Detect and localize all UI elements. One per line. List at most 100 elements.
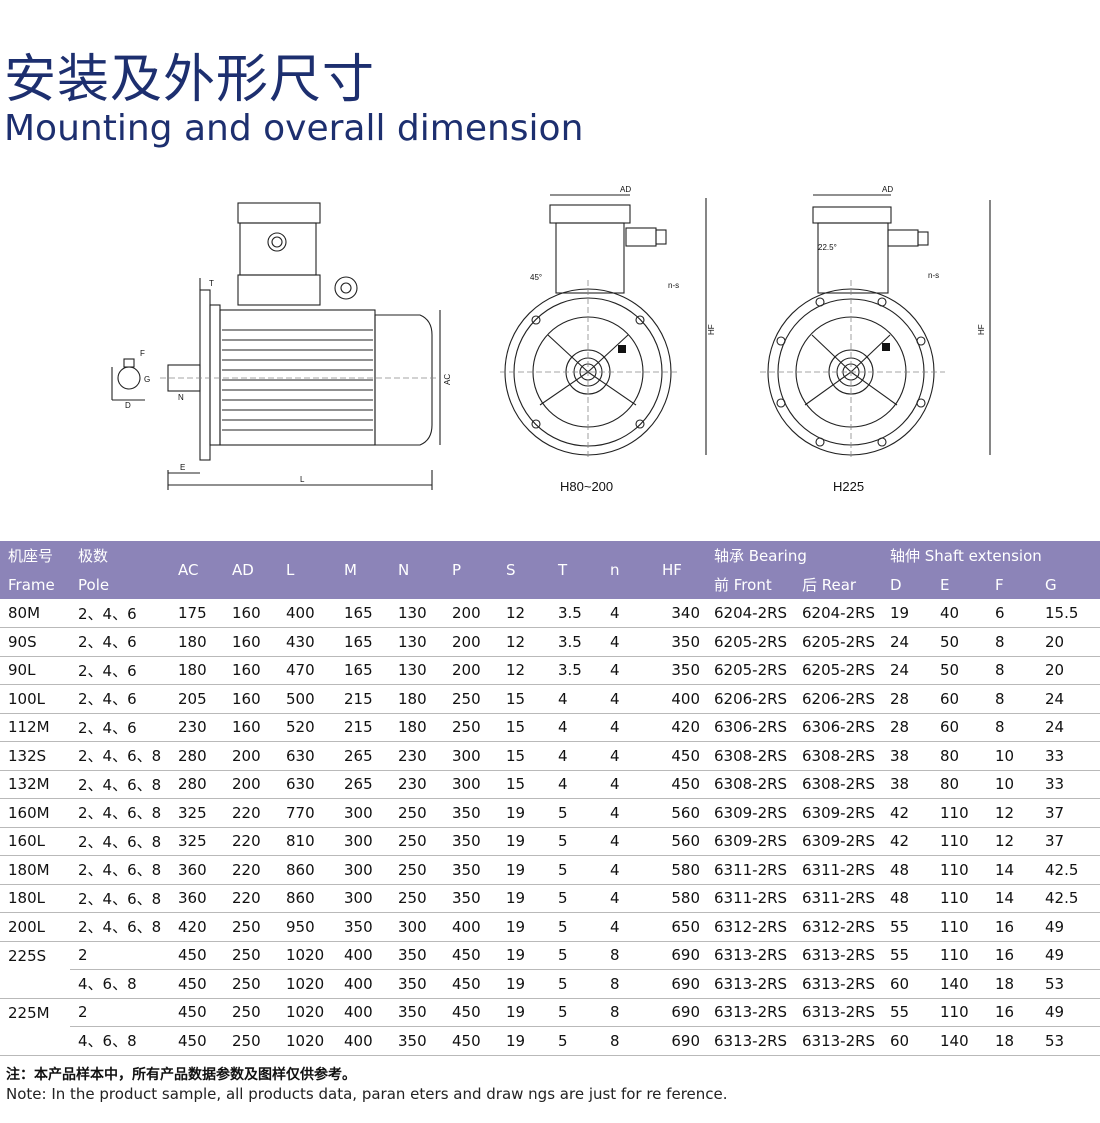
cell-n: 8 <box>602 998 654 1027</box>
cell-frame <box>0 969 70 999</box>
cell-s: 12 <box>498 627 550 657</box>
cell-frame: 180L <box>0 884 70 913</box>
cell-p: 200 <box>444 627 498 657</box>
cell-f: 14 <box>987 855 1037 885</box>
cell-n: 4 <box>602 912 654 942</box>
table-header-row-top: 机座号 极数 AC AD L M N P S T n HF 轴承 Bearing… <box>0 541 1100 599</box>
cell-pole: 2、4、6 <box>70 627 170 657</box>
cell-ad: 250 <box>224 912 278 942</box>
cell-frame: 100L <box>0 684 70 714</box>
cell-n: 8 <box>602 969 654 999</box>
cell-hf: 650 <box>654 912 706 942</box>
cell-pole: 2 <box>70 998 170 1027</box>
cell-g: 53 <box>1037 1026 1100 1056</box>
cell-f: 18 <box>987 1026 1037 1056</box>
cell-pole: 2、4、6 <box>70 713 170 742</box>
cell-d: 60 <box>882 969 932 999</box>
cell-pole: 4、6、8 <box>70 969 170 999</box>
cell-m: 400 <box>336 941 390 970</box>
cell-s: 19 <box>498 941 550 970</box>
cell-hf: 560 <box>654 798 706 828</box>
cell-hf: 450 <box>654 770 706 799</box>
cell-n: 250 <box>390 855 444 885</box>
cell-m: 265 <box>336 770 390 799</box>
table-header-row-bottom: Frame Pole 前 Front 后 Rear D E F G <box>0 570 1100 599</box>
cell-l: 630 <box>278 741 336 771</box>
cell-ad: 200 <box>224 770 278 799</box>
cell-rear: 6313-2RS <box>794 941 882 970</box>
cell-t: 4 <box>550 770 602 799</box>
cell-pole: 2、4、6、8 <box>70 884 170 913</box>
cell-l: 860 <box>278 884 336 913</box>
cell-s: 19 <box>498 798 550 828</box>
cell-pole: 2、4、6、8 <box>70 770 170 799</box>
th-hf: HF <box>654 541 706 599</box>
cell-f: 8 <box>987 627 1037 657</box>
cell-f: 8 <box>987 684 1037 714</box>
label-l: L <box>300 475 305 484</box>
cell-front: 6309-2RS <box>706 798 794 828</box>
cell-ad: 220 <box>224 827 278 856</box>
drawings-svg: T F G D N E L AC <box>111 185 991 494</box>
th-pole-cn: 极数 <box>70 541 170 570</box>
cell-t: 3.5 <box>550 656 602 685</box>
cell-n: 8 <box>602 1026 654 1056</box>
cell-e: 110 <box>932 798 987 828</box>
cell-g: 49 <box>1037 998 1100 1027</box>
cell-p: 350 <box>444 798 498 828</box>
cell-l: 400 <box>278 599 336 628</box>
cell-front: 6313-2RS <box>706 1026 794 1056</box>
label-f: F <box>140 349 145 358</box>
cell-s: 19 <box>498 855 550 885</box>
cell-frame: 132M <box>0 770 70 799</box>
cell-ac: 450 <box>170 998 224 1027</box>
cell-e: 110 <box>932 855 987 885</box>
cell-n: 4 <box>602 855 654 885</box>
cell-hf: 340 <box>654 599 706 628</box>
cell-p: 200 <box>444 599 498 628</box>
cell-ad: 160 <box>224 656 278 685</box>
cell-m: 165 <box>336 656 390 685</box>
th-g: G <box>1037 570 1100 599</box>
cell-rear: 6308-2RS <box>794 770 882 799</box>
cell-n: 4 <box>602 627 654 657</box>
label-e: E <box>180 463 185 472</box>
cell-rear: 6306-2RS <box>794 713 882 742</box>
cell-front: 6312-2RS <box>706 912 794 942</box>
cell-p: 350 <box>444 827 498 856</box>
cell-l: 1020 <box>278 998 336 1027</box>
cell-l: 810 <box>278 827 336 856</box>
cell-e: 110 <box>932 884 987 913</box>
front-view-small <box>504 194 707 456</box>
cell-s: 19 <box>498 998 550 1027</box>
cell-hf: 350 <box>654 627 706 657</box>
cell-pole: 2、4、6 <box>70 656 170 685</box>
cell-d: 38 <box>882 741 932 771</box>
cell-rear: 6206-2RS <box>794 684 882 714</box>
caption-h225: H225 <box>833 479 864 494</box>
cell-n: 230 <box>390 770 444 799</box>
cell-g: 24 <box>1037 713 1100 742</box>
cell-ac: 280 <box>170 770 224 799</box>
cell-frame: 225M <box>8 1003 50 1022</box>
cell-ac: 450 <box>170 941 224 970</box>
cell-d: 28 <box>882 713 932 742</box>
cell-m: 400 <box>336 998 390 1027</box>
cell-ac: 360 <box>170 884 224 913</box>
cell-front: 6205-2RS <box>706 656 794 685</box>
cell-ac: 180 <box>170 656 224 685</box>
cell-m: 215 <box>336 684 390 714</box>
cell-n: 350 <box>390 941 444 970</box>
cell-f: 12 <box>987 798 1037 828</box>
cell-l: 630 <box>278 770 336 799</box>
cell-t: 5 <box>550 884 602 913</box>
cell-g: 42.5 <box>1037 855 1100 885</box>
cell-hf: 400 <box>654 684 706 714</box>
